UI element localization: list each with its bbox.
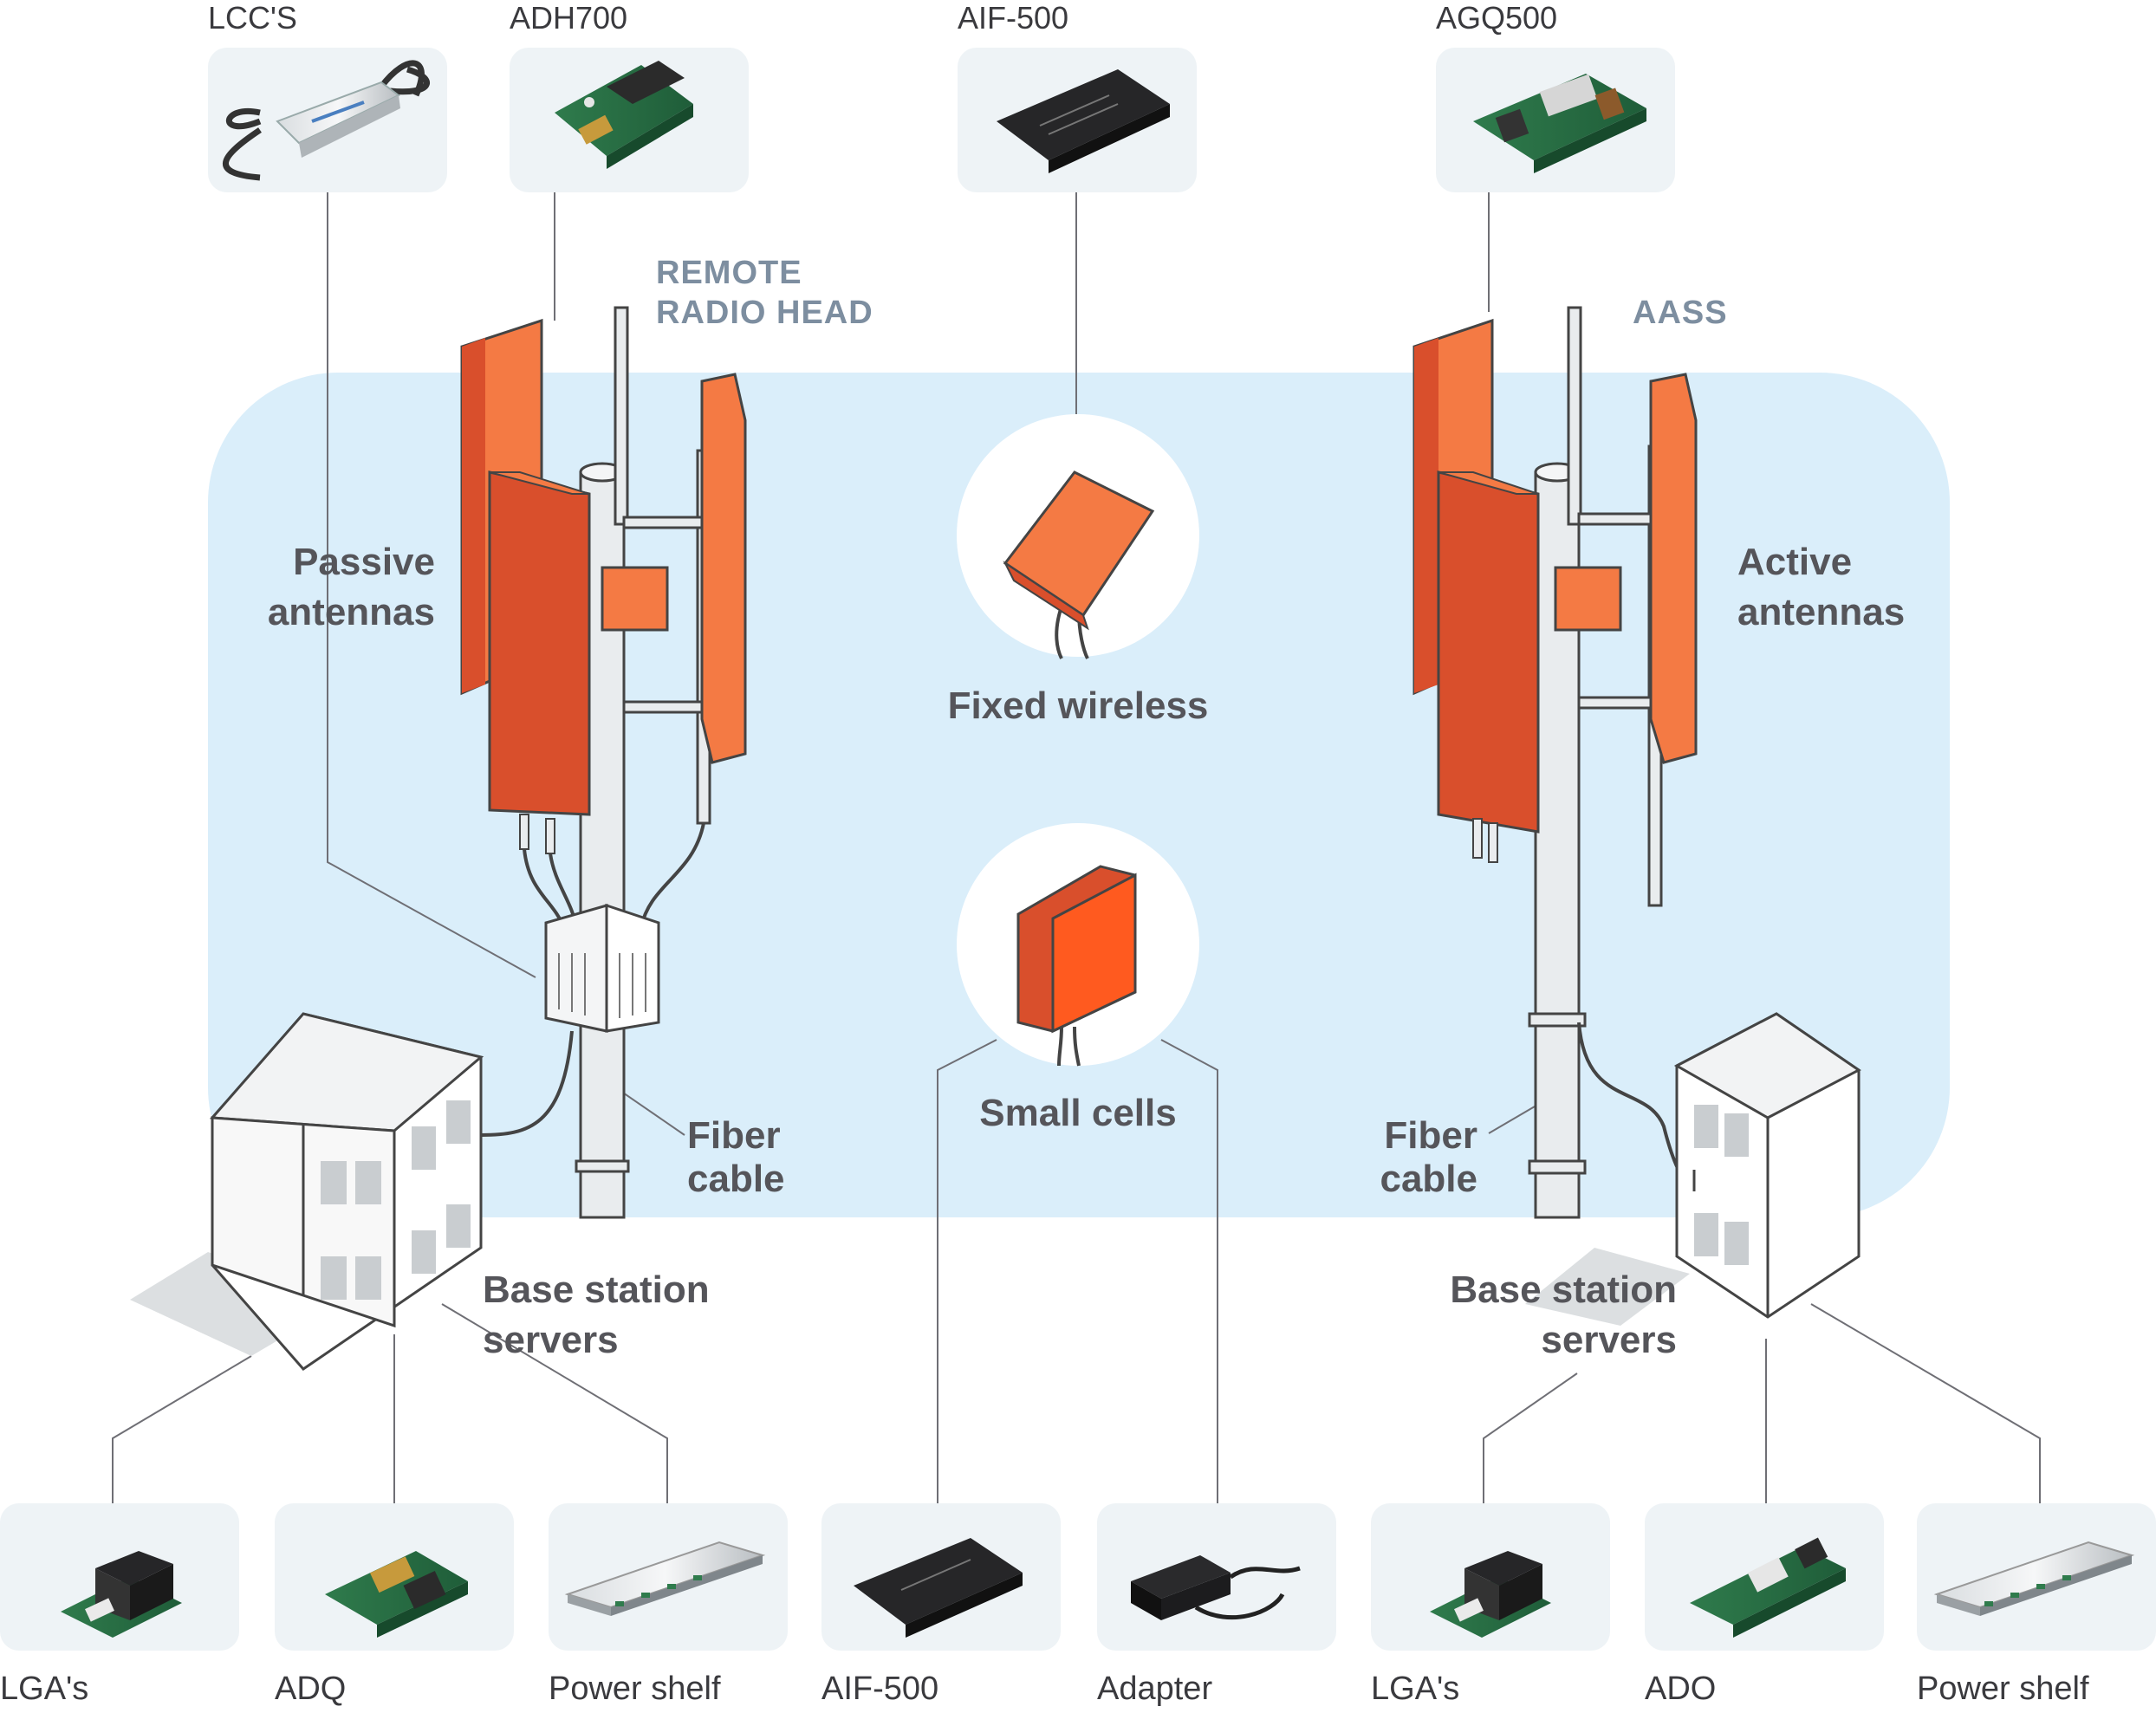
- right-server-cabinet: [1525, 1012, 1861, 1326]
- adh700-product-image: [555, 61, 693, 169]
- label-base-right-line2: servers: [1541, 1319, 1677, 1361]
- label-fixed-wireless: Fixed wireless: [947, 685, 1209, 727]
- label-active-line1: Active: [1737, 541, 1853, 583]
- label-small-cells: Small cells: [979, 1092, 1177, 1134]
- label-aass: AASS: [1633, 295, 1728, 331]
- top-product-cards: [208, 48, 1675, 192]
- label-ado: ADO: [1645, 1671, 1717, 1707]
- ado-product-image: [1690, 1537, 1846, 1638]
- label-remote-radio-head-line1: REMOTE: [656, 255, 802, 291]
- left-server-cabinet: [130, 1012, 484, 1371]
- label-adq: ADQ: [275, 1671, 347, 1707]
- label-fiber-left-line2: cable: [687, 1158, 785, 1200]
- label-lccs: LCC'S: [208, 0, 297, 36]
- label-aif500-bottom: AIF-500: [821, 1671, 939, 1707]
- label-aif500-top: AIF-500: [958, 0, 1069, 36]
- adq-product-image: [325, 1551, 468, 1638]
- label-passive-line1: Passive: [293, 541, 435, 583]
- label-fiber-right-line1: Fiber: [1384, 1114, 1477, 1157]
- lgas-left-product-image: [61, 1551, 182, 1638]
- label-base-right-line1: Base station: [1450, 1269, 1677, 1311]
- label-lgas-right: LGA's: [1371, 1671, 1460, 1707]
- aif500-top-product-image: [997, 69, 1170, 173]
- label-agq500: AGQ500: [1436, 0, 1558, 36]
- fixed-wireless-device: [957, 414, 1199, 659]
- adapter-product-image: [1131, 1555, 1301, 1620]
- connector-lines: [112, 192, 2041, 1503]
- label-passive-line2: antennas: [267, 591, 435, 633]
- label-base-left-line2: servers: [483, 1319, 619, 1361]
- small-cell-device: [957, 823, 1199, 1067]
- aif500-bottom-product-image: [854, 1538, 1023, 1638]
- label-active-line2: antennas: [1737, 591, 1906, 633]
- label-lgas-left: LGA's: [0, 1671, 89, 1707]
- label-fiber-right-line2: cable: [1380, 1158, 1477, 1200]
- lccs-product-image: [223, 60, 430, 181]
- label-adapter: Adapter: [1097, 1671, 1213, 1707]
- power-shelf-right-product-image: [1933, 1541, 2135, 1616]
- label-fiber-left-line1: Fiber: [687, 1114, 781, 1157]
- left-tower: [460, 306, 747, 1219]
- label-remote-radio-head-line2: RADIO HEAD: [656, 295, 873, 331]
- label-power-shelf-right: Power shelf: [1917, 1671, 2089, 1707]
- lgas-right-product-image: [1430, 1551, 1551, 1638]
- label-adh700: ADH700: [510, 0, 628, 36]
- agq500-product-image: [1473, 74, 1646, 173]
- label-base-left-line1: Base station: [483, 1269, 710, 1311]
- power-shelf-left-product-image: [564, 1541, 766, 1616]
- label-power-shelf-left: Power shelf: [549, 1671, 721, 1707]
- right-tower: [1412, 306, 1698, 1219]
